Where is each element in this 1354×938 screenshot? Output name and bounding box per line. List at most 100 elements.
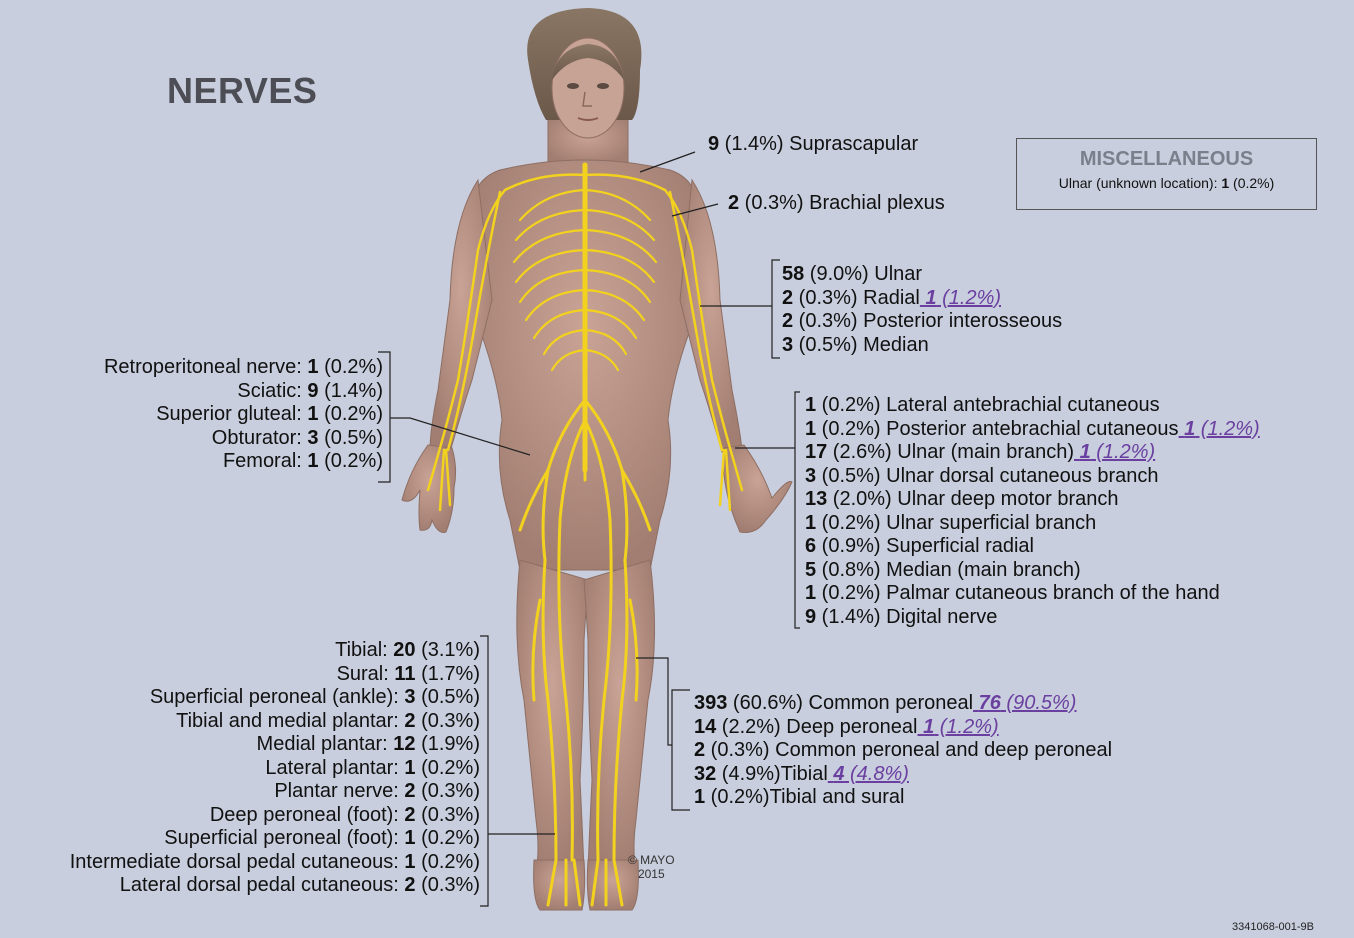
nerve-count: 1 <box>805 512 816 534</box>
nerve-count: 3 <box>805 465 816 487</box>
nerve-row: 1 (0.2%) Ulnar superficial branch <box>805 512 1260 536</box>
nerve-label: Ulnar dorsal cutaneous branch <box>881 465 1159 487</box>
nerve-percent: (2.6%) <box>827 441 891 463</box>
nerve-count: 3 <box>404 686 415 708</box>
nerve-percent: (0.3%) <box>705 739 769 761</box>
nerve-percent: (1.7%) <box>416 663 480 685</box>
nerve-row: Deep peroneal (foot): 2 (0.3%) <box>70 804 480 828</box>
miscellaneous-row: Ulnar (unknown location): 1 (0.2%) <box>1017 175 1316 191</box>
nerve-count: 1 <box>307 356 318 378</box>
nerve-count: 1 <box>805 582 816 604</box>
highlight-percent: (4.8%) <box>844 763 908 785</box>
nerve-label: Femoral: <box>223 450 307 472</box>
highlight-count: 1 <box>923 716 934 738</box>
nerve-row: 2 (0.3%) Posterior interosseous <box>782 310 1062 334</box>
nerve-row: Superior gluteal: 1 (0.2%) <box>104 403 383 427</box>
nerve-row: Medial plantar: 12 (1.9%) <box>70 733 480 757</box>
nerve-count: 5 <box>805 559 816 581</box>
nerve-label: Ulnar (main branch) <box>892 441 1074 463</box>
nerve-row: 13 (2.0%) Ulnar deep motor branch <box>805 488 1260 512</box>
nerve-percent: (0.2%) <box>319 403 383 425</box>
highlight-percent: (1.2%) <box>934 716 998 738</box>
group-arm: 58 (9.0%) Ulnar2 (0.3%) Radial 1 (1.2%)2… <box>782 263 1062 357</box>
nerve-count: 1 <box>805 394 816 416</box>
highlight-percent: (1.2%) <box>937 287 1001 309</box>
nerve-count: 1 <box>404 827 415 849</box>
nerve-percent: (0.3%) <box>739 192 803 214</box>
highlight-stat: 76 (90.5%) <box>973 692 1076 714</box>
nerve-count: 1 <box>404 757 415 779</box>
nerve-count: 12 <box>393 733 415 755</box>
group-knee: 393 (60.6%) Common peroneal 76 (90.5%)14… <box>694 692 1112 810</box>
nerve-count: 11 <box>394 663 415 685</box>
highlight-count: 76 <box>979 692 1001 714</box>
nerve-count: 9 <box>708 133 719 155</box>
figure-id: 3341068-001-9B <box>1232 921 1314 933</box>
nerve-percent: (0.5%) <box>416 686 480 708</box>
nerve-row: Tibial: 20 (3.1%) <box>70 639 480 663</box>
nerve-row: 1 (0.2%) Lateral antebrachial cutaneous <box>805 394 1260 418</box>
nerve-row: 58 (9.0%) Ulnar <box>782 263 1062 287</box>
nerve-percent: (0.5%) <box>319 427 383 449</box>
nerve-label: Posterior antebrachial cutaneous <box>881 418 1179 440</box>
nerve-count: 2 <box>404 804 415 826</box>
nerve-label: Tibial and medial plantar: <box>176 710 404 732</box>
nerve-percent: (0.2%) <box>705 786 769 808</box>
nerve-percent: (0.5%) <box>793 334 857 356</box>
nerve-percent: (0.5%) <box>816 465 880 487</box>
highlight-percent: (90.5%) <box>1001 692 1077 714</box>
group-foot: Tibial: 20 (3.1%)Sural: 11 (1.7%)Superfi… <box>70 639 480 898</box>
nerve-row: Femoral: 1 (0.2%) <box>104 450 383 474</box>
nerve-label: Ulnar deep motor branch <box>892 488 1119 510</box>
nerve-count: 9 <box>805 606 816 628</box>
nerve-count: 1 <box>404 851 415 873</box>
nerve-row: 1 (0.2%)Tibial and sural <box>694 786 1112 810</box>
nerve-label: Retroperitoneal nerve: <box>104 356 307 378</box>
nerve-count: 13 <box>805 488 827 510</box>
nerve-percent: (60.6%) <box>727 692 803 714</box>
nerve-label: Superficial peroneal (foot): <box>164 827 404 849</box>
nerve-row: 9 (1.4%) Digital nerve <box>805 606 1260 630</box>
group-shoulder-lower: 2 (0.3%) Brachial plexus <box>728 192 945 216</box>
nerve-count: 1 <box>805 418 816 440</box>
nerve-row: 9 (1.4%) Suprascapular <box>708 133 918 157</box>
nerve-row: Intermediate dorsal pedal cutaneous: 1 (… <box>70 851 480 875</box>
nerve-percent: (0.3%) <box>416 710 480 732</box>
nerve-label: Brachial plexus <box>804 192 945 214</box>
highlight-stat: 4 (4.8%) <box>828 763 909 785</box>
nerve-label: Plantar nerve: <box>274 780 404 802</box>
nerve-count: 32 <box>694 763 716 785</box>
highlight-count: 1 <box>925 287 936 309</box>
nerve-row: 17 (2.6%) Ulnar (main branch) 1 (1.2%) <box>805 441 1260 465</box>
nerve-percent: (4.9%) <box>716 763 780 785</box>
nerve-label: Lateral dorsal pedal cutaneous: <box>120 874 405 896</box>
nerve-label: Intermediate dorsal pedal cutaneous: <box>70 851 405 873</box>
highlight-percent: (1.2%) <box>1091 441 1155 463</box>
nerve-label: Sural: <box>337 663 395 685</box>
nerve-percent: (0.2%) <box>416 827 480 849</box>
nerve-row: 1 (0.2%) Posterior antebrachial cutaneou… <box>805 418 1260 442</box>
nerve-percent: (0.2%) <box>416 757 480 779</box>
nerve-row: Tibial and medial plantar: 2 (0.3%) <box>70 710 480 734</box>
nerve-count: 14 <box>694 716 716 738</box>
nerve-percent: (3.1%) <box>416 639 480 661</box>
nerve-label: Radial <box>858 287 920 309</box>
nerve-row: Lateral plantar: 1 (0.2%) <box>70 757 480 781</box>
nerve-label: Ulnar <box>869 263 922 285</box>
nerve-count: 2 <box>404 710 415 732</box>
nerve-label: Lateral antebrachial cutaneous <box>881 394 1160 416</box>
nerve-percent: (0.8%) <box>816 559 880 581</box>
nerve-row: 2 (0.3%) Common peroneal and deep perone… <box>694 739 1112 763</box>
nerve-row: Plantar nerve: 2 (0.3%) <box>70 780 480 804</box>
nerve-row: Sural: 11 (1.7%) <box>70 663 480 687</box>
nerve-row: Superficial peroneal (ankle): 3 (0.5%) <box>70 686 480 710</box>
nerve-label: Posterior interosseous <box>858 310 1063 332</box>
nerve-label: Median <box>858 334 929 356</box>
nerve-percent: (1.9%) <box>416 733 480 755</box>
nerve-percent: (0.2%) <box>816 394 880 416</box>
nerve-label: Suprascapular <box>784 133 919 155</box>
nerve-row: 2 (0.3%) Radial 1 (1.2%) <box>782 287 1062 311</box>
nerve-count: 17 <box>805 441 827 463</box>
nerve-row: 6 (0.9%) Superficial radial <box>805 535 1260 559</box>
